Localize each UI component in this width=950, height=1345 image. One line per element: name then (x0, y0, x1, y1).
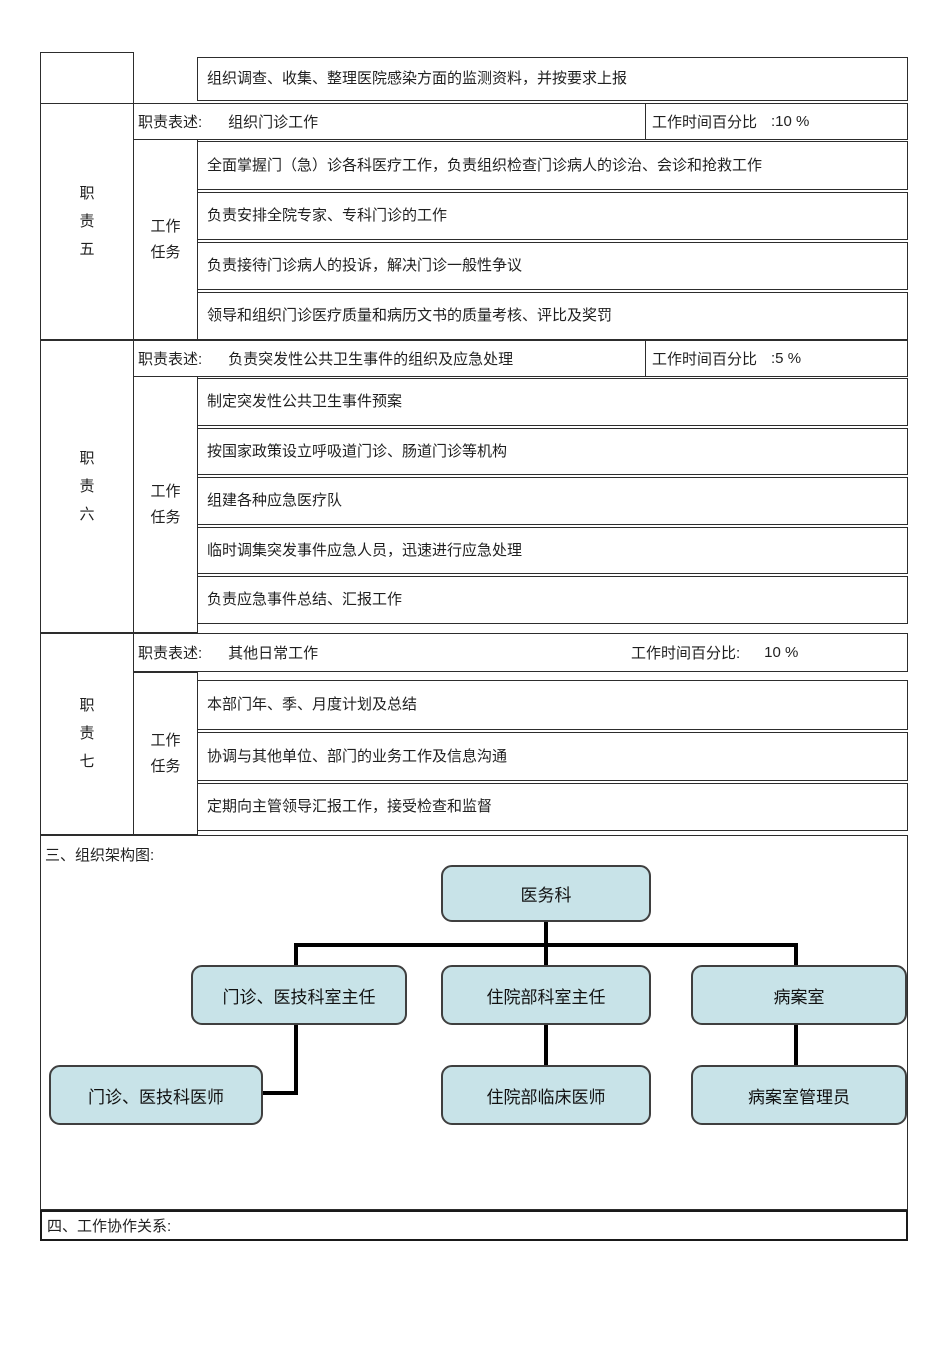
org-node-inpatient-director: 住院部科室主任 (441, 965, 651, 1025)
label-char: 七 (79, 753, 95, 770)
org-chart-heading: 三、组织架构图: (45, 847, 155, 864)
label-char: 责 (79, 725, 95, 742)
task-row: 组建各种应急医疗队 (197, 477, 908, 525)
task-col-word: 工作 (150, 482, 181, 500)
label-char: 职 (79, 697, 95, 714)
sec7-time-inline: 工作时间百分比: 10 % (631, 642, 798, 663)
label-char: 五 (79, 240, 95, 258)
task-row: 定期向主管领导汇报工作，接受检查和监督 (197, 783, 908, 831)
time-value: :10 % (771, 113, 810, 130)
time-value: 10 % (764, 644, 799, 661)
description-label: 职责表述: (138, 645, 203, 662)
connector-stub-center (544, 944, 548, 965)
org-node-inpatient-doctor: 住院部临床医师 (441, 1065, 651, 1125)
task-col-word: 工作 (150, 217, 181, 235)
task-row: 临时调集突发事件应急人员，迅速进行应急处理 (197, 527, 908, 574)
sec5-task-column-label: 工作 任务 (133, 139, 198, 340)
sec6-description-row: 职责表述: 负责突发性公共卫生事件的组织及应急处理 (133, 340, 646, 377)
description-text: 其他日常工作 (228, 645, 319, 662)
task-col-word: 任务 (150, 508, 181, 526)
task-row: 负责应急事件总结、汇报工作 (197, 576, 908, 624)
task-col-word: 任务 (150, 757, 181, 775)
connector-right-down (794, 1025, 798, 1065)
label-char: 职 (79, 449, 95, 467)
time-label: 工作时间百分比 (652, 351, 758, 368)
task-col-word: 任务 (150, 243, 181, 261)
time-label: 工作时间百分比 (652, 114, 758, 131)
task-row: 协调与其他单位、部门的业务工作及信息沟通 (197, 732, 908, 781)
sec5-description-row: 职责表述: 组织门诊工作 (133, 103, 646, 140)
sec6-task-column-label: 工作 任务 (133, 376, 198, 633)
connector-center-down (544, 1025, 548, 1065)
time-label: 工作时间百分比: (631, 645, 741, 662)
sec7-task-column-label: 工作 任务 (133, 672, 198, 835)
time-value: :5 % (771, 350, 802, 367)
org-node-records-room: 病案室 (691, 965, 907, 1025)
responsibility-six-label: 职 责 六 (40, 340, 134, 633)
task-row: 制定突发性公共卫生事件预案 (197, 378, 908, 426)
task-row: 本部门年、季、月度计划及总结 (197, 680, 908, 730)
connector-elbow-horizontal (263, 1091, 296, 1095)
responsibility-five-label: 职 责 五 (40, 103, 134, 340)
org-node-outpatient-doctor: 门诊、医技科医师 (49, 1065, 263, 1125)
connector-elbow-vertical (294, 1025, 298, 1095)
sec7-description-row: 职责表述: 其他日常工作 工作时间百分比: 10 % (133, 633, 908, 672)
org-node-records-manager: 病案室管理员 (691, 1065, 907, 1125)
description-text: 负责突发性公共卫生事件的组织及应急处理 (228, 351, 514, 368)
work-collaboration-row: 四、工作协作关系: (40, 1210, 908, 1241)
label-char: 六 (79, 505, 95, 523)
task-row: 领导和组织门诊医疗质量和病历文书的质量考核、评比及奖罚 (197, 292, 908, 340)
work-collaboration-heading: 四、工作协作关系: (47, 1218, 172, 1235)
top-task-cell: 组织调查、收集、整理医院感染方面的监测资料，并按要求上报 (197, 57, 908, 101)
description-label: 职责表述: (138, 351, 203, 368)
sec5-time-cell: 工作时间百分比 :10 % (645, 103, 908, 140)
org-chart-section: 三、组织架构图: 医务科 门诊、医技科室主任 住院部科室主任 病案室 门诊、医技… (40, 835, 908, 1210)
connector-stub-left (294, 944, 298, 965)
task-row: 负责安排全院专家、专科门诊的工作 (197, 192, 908, 240)
task-row: 按国家政策设立呼吸道门诊、肠道门诊等机构 (197, 428, 908, 475)
sec6-time-cell: 工作时间百分比 :5 % (645, 340, 908, 377)
top-left-empty-cell (40, 52, 134, 104)
description-text: 组织门诊工作 (228, 114, 319, 131)
description-label: 职责表述: (138, 114, 203, 131)
label-char: 责 (79, 212, 95, 230)
label-char: 职 (79, 184, 95, 202)
connector-root-down (544, 922, 548, 945)
label-char: 责 (79, 477, 95, 495)
org-node-root: 医务科 (441, 865, 651, 922)
responsibility-seven-label: 职 责 七 (40, 633, 134, 835)
task-row: 负责接待门诊病人的投诉，解决门诊一般性争议 (197, 242, 908, 290)
task-row: 全面掌握门（急）诊各科医疗工作，负责组织检查门诊病人的诊治、会诊和抢救工作 (197, 141, 908, 190)
task-col-word: 工作 (150, 731, 181, 749)
connector-stub-right (794, 944, 798, 965)
org-node-outpatient-director: 门诊、医技科室主任 (191, 965, 407, 1025)
